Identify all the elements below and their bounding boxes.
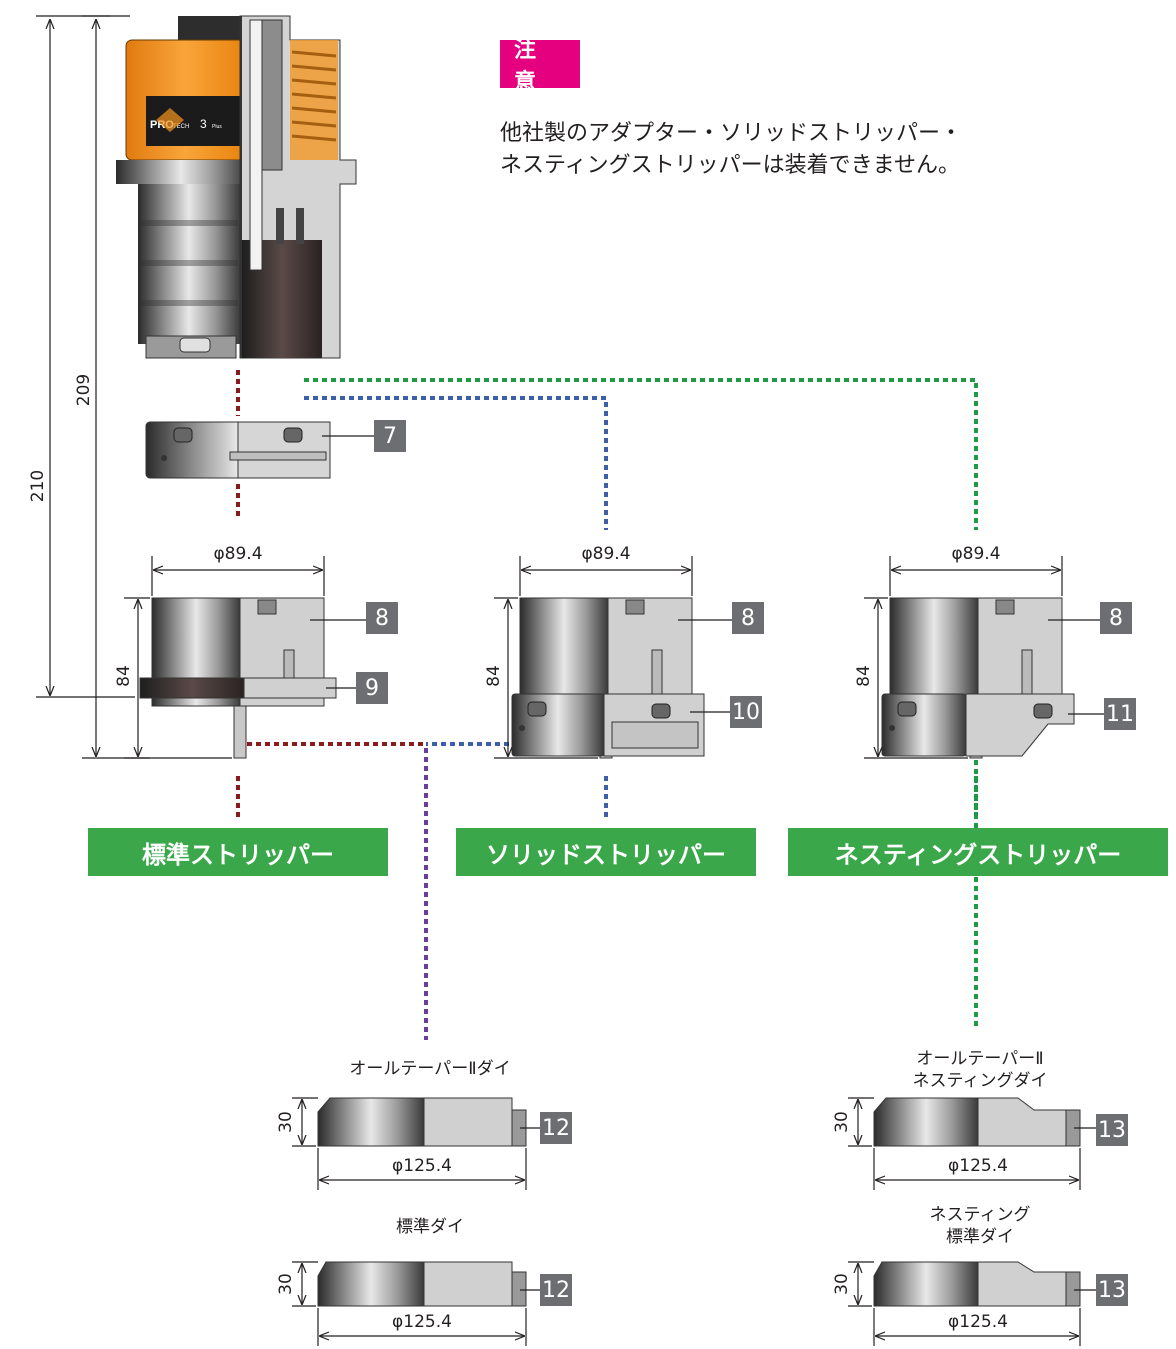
nesting-stripper-plate bbox=[881, 693, 1104, 757]
dim-height-210: 210 bbox=[28, 469, 48, 503]
die-label-all-taper: オールテーパーⅡダイ bbox=[349, 1059, 511, 1079]
die-diameter-standard: φ125.4 bbox=[392, 1312, 452, 1332]
die-height-standard: 30 bbox=[276, 1273, 296, 1295]
section-solid-stripper: ソリッドストリッパー bbox=[456, 828, 756, 876]
die-height-nesting-standard: 30 bbox=[832, 1273, 852, 1295]
part-tag-13-b: 13 bbox=[1096, 1274, 1128, 1306]
part-tag-13-a: 13 bbox=[1096, 1114, 1128, 1146]
overall-dimension-lines bbox=[36, 15, 150, 759]
part-tag-10: 10 bbox=[730, 696, 762, 728]
svg-text:3: 3 bbox=[200, 117, 207, 131]
dim-height-col1: 84 bbox=[114, 665, 134, 687]
caution-line-1: 他社製のアダプター・ソリッドストリッパー・ bbox=[500, 121, 963, 146]
dim-height-col2: 84 bbox=[484, 665, 504, 687]
stripper-dimension-lines bbox=[124, 556, 1063, 759]
tool-logo: PRO TECH 3 Plus bbox=[150, 108, 222, 132]
part-tag-9: 9 bbox=[356, 672, 388, 704]
die-label-all-taper-nesting-1: オールテーパーⅡ bbox=[916, 1049, 1044, 1069]
die-diameter-all-taper-nesting: φ125.4 bbox=[948, 1156, 1008, 1176]
die-height-all-taper: 30 bbox=[276, 1111, 296, 1133]
caution-text: 他社製のアダプター・ソリッドストリッパー・ ネスティングストリッパーは装着できま… bbox=[500, 118, 1100, 182]
die-diameter-nesting-standard: φ125.4 bbox=[948, 1312, 1008, 1332]
die-height-all-taper-nesting: 30 bbox=[832, 1111, 852, 1133]
part-tag-8-col2: 8 bbox=[732, 602, 764, 634]
die-label-nesting-standard-1: ネスティング bbox=[929, 1205, 1031, 1225]
punch-tool-illustration bbox=[116, 15, 357, 359]
part-tag-8-col1: 8 bbox=[366, 602, 398, 634]
svg-text:Plus: Plus bbox=[212, 124, 222, 130]
section-nesting-stripper: ネスティングストリッパー bbox=[788, 828, 1168, 876]
dim-diameter-col3: φ89.4 bbox=[951, 544, 1001, 564]
die-all-taper bbox=[317, 1097, 540, 1147]
die-label-standard: 標準ダイ bbox=[396, 1217, 464, 1237]
stripper-body-col3 bbox=[889, 597, 1102, 759]
die-standard bbox=[317, 1261, 540, 1307]
adapter-part bbox=[145, 421, 374, 479]
solid-stripper-plate bbox=[511, 693, 732, 757]
part-tag-11: 11 bbox=[1104, 698, 1136, 730]
part-tag-8-col3: 8 bbox=[1100, 602, 1132, 634]
caution-line-2: ネスティングストリッパーは装着できません。 bbox=[500, 153, 961, 178]
part-tag-7: 7 bbox=[374, 420, 406, 452]
dim-diameter-col1: φ89.4 bbox=[213, 544, 263, 564]
part-tag-12-b: 12 bbox=[540, 1274, 572, 1306]
nesting-path bbox=[304, 378, 978, 1028]
part-tag-12-a: 12 bbox=[540, 1112, 572, 1144]
die-label-all-taper-nesting-2: ネスティングダイ bbox=[912, 1071, 1048, 1091]
svg-text:TECH: TECH bbox=[173, 124, 189, 130]
caution-badge: 注意 bbox=[500, 38, 580, 95]
section-standard-stripper: 標準ストリッパー bbox=[88, 828, 388, 876]
standard-stripper-plate bbox=[139, 677, 360, 699]
dim-height-209: 209 bbox=[74, 373, 94, 407]
die-dimension-lines bbox=[292, 1097, 1081, 1346]
dim-diameter-col2: φ89.4 bbox=[581, 544, 631, 564]
die-label-nesting-standard-2: 標準ダイ bbox=[946, 1227, 1014, 1247]
die-nesting-standard bbox=[873, 1261, 1098, 1307]
die-all-taper-nesting bbox=[873, 1097, 1098, 1147]
dim-height-col3: 84 bbox=[854, 665, 874, 687]
die-diameter-all-taper: φ125.4 bbox=[392, 1156, 452, 1176]
